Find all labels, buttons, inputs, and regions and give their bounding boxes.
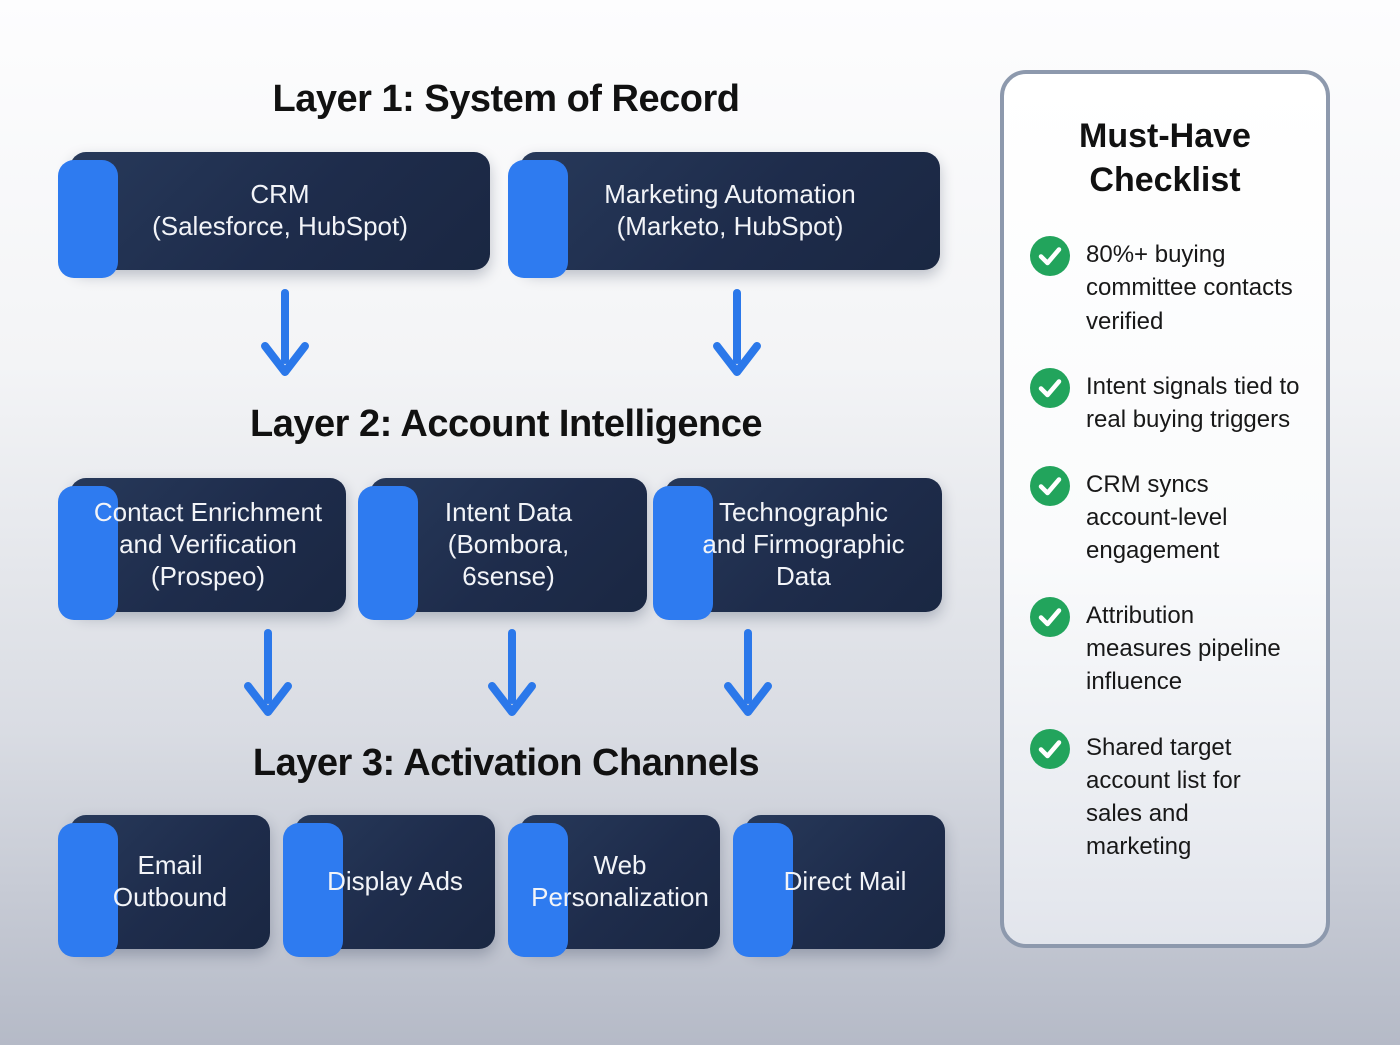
checklist-title: Must-Have Checklist (1079, 117, 1251, 200)
check-circle-icon (1030, 597, 1070, 638)
box-intent-data: Intent Data (Bombora, 6sense) (358, 478, 647, 620)
checklist-item-text: Intent signals tied to real buying trigg… (1086, 372, 1300, 433)
box-crm: CRM (Salesforce, HubSpot) (58, 152, 490, 278)
checklist-item: Intent signals tied to real buying trigg… (1030, 367, 1300, 436)
box-direct-mail: Direct Mail (733, 815, 945, 957)
arrow-down-icon (724, 629, 772, 716)
check-circle-icon (1030, 465, 1070, 506)
checklist-item: CRM syncs account-level engagement (1030, 465, 1300, 567)
box-email-outbound: Email Outbound (58, 815, 270, 957)
arrow-down-icon (488, 629, 536, 716)
box-marketing-automation: Marketing Automation (Marketo, HubSpot) (508, 152, 940, 278)
check-circle-icon (1030, 236, 1070, 277)
checklist-item-text: CRM syncs account-level engagement (1086, 470, 1228, 565)
box-web-personalization: Web Personalization (508, 815, 720, 957)
checklist-items: 80%+ buying committee contacts verified … (1030, 236, 1300, 863)
checklist-item: Attribution measures pipeline influence (1030, 597, 1300, 698)
check-circle-icon (1030, 367, 1070, 408)
arrow-down-icon (261, 289, 309, 376)
arrow-down-icon (244, 629, 292, 716)
box-technographic-data: Technographic and Firmographic Data (653, 478, 942, 620)
layer2-title: Layer 2: Account Intelligence (249, 403, 763, 445)
check-circle-icon (1030, 728, 1070, 769)
checklist-item-text: Attribution measures pipeline influence (1086, 602, 1281, 696)
box-contact-enrichment: Contact Enrichment and Verification (Pro… (58, 478, 346, 620)
checklist-panel: Must-Have Checklist 80%+ buying committe… (1000, 70, 1330, 948)
box-display-ads: Display Ads (283, 815, 495, 957)
layer3-title: Layer 3: Activation Channels (252, 742, 760, 784)
arrow-down-icon (713, 289, 761, 376)
layer1-title: Layer 1: System of Record (272, 78, 740, 120)
checklist-item: Shared target account list for sales and… (1030, 728, 1300, 863)
checklist-item-text: Shared target account list for sales and… (1086, 733, 1241, 860)
flow-diagram: Layer 1: System of Record CRM (Salesforc… (58, 0, 945, 1045)
checklist-item: 80%+ buying committee contacts verified (1030, 236, 1300, 337)
checklist-item-text: 80%+ buying committee contacts verified (1086, 241, 1293, 335)
